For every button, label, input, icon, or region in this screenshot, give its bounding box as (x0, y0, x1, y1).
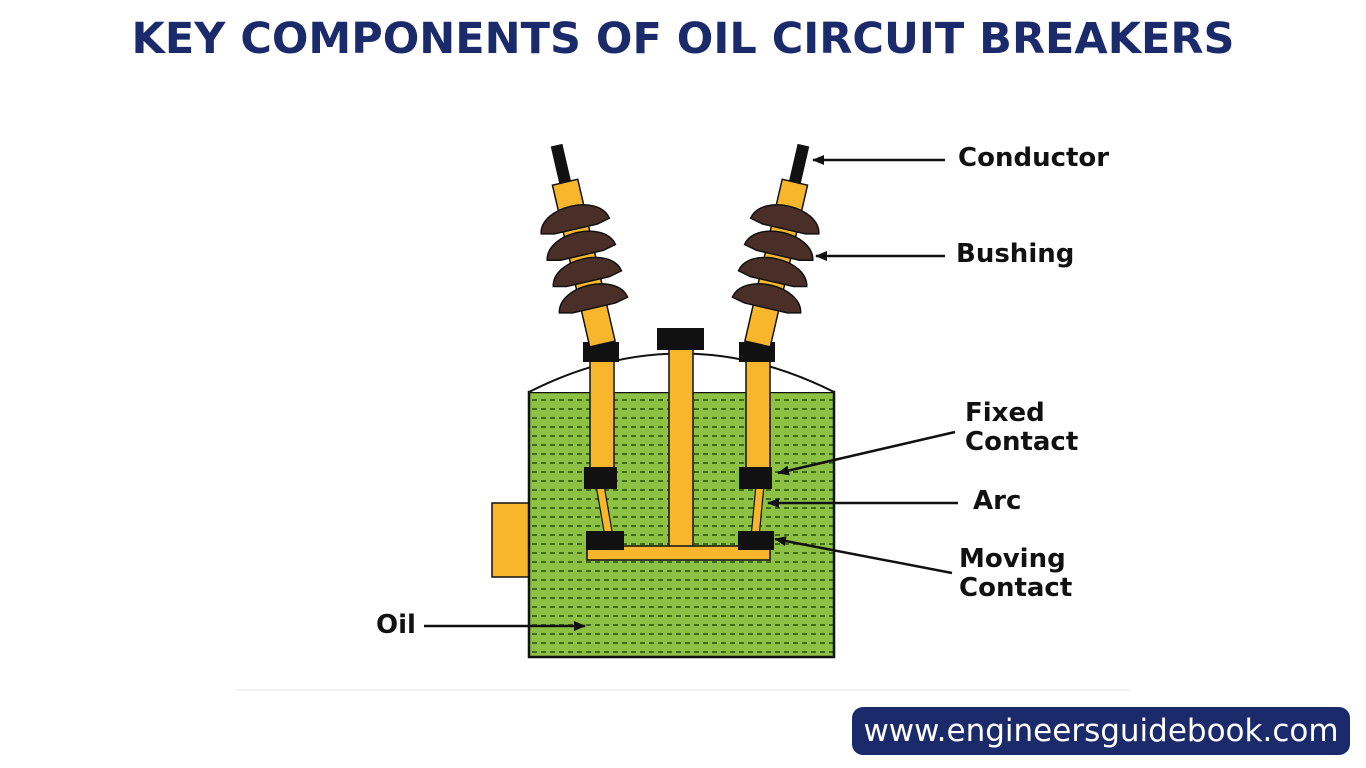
left-rod (589, 349, 615, 476)
moving-contact-arrow (774, 536, 953, 575)
fixed-contact-arrow (777, 430, 956, 476)
fixed-contact-label: Fixed Contact (965, 398, 1079, 457)
left-bushing (540, 143, 629, 348)
bushing-label: Bushing (956, 239, 1075, 269)
oil-label: Oil (376, 610, 416, 640)
right-bushing-disc (731, 283, 802, 314)
right-moving-contact (738, 531, 774, 550)
right-rod (745, 349, 771, 476)
right-bushing-disc (743, 230, 814, 261)
right-bushing-disc (749, 204, 820, 235)
moving-contact-label: Moving Contact (959, 544, 1073, 603)
operating-mechanism (491, 502, 530, 578)
left-fixed-contact (584, 467, 617, 489)
crossbar (586, 545, 771, 561)
right-bushing (731, 143, 820, 348)
center-rod (668, 344, 694, 549)
left-bushing-disc (540, 204, 611, 235)
arc-label: Arc (973, 486, 1022, 516)
page-title: KEY COMPONENTS OF OIL CIRCUIT BREAKERS (131, 14, 1235, 64)
right-seal (739, 342, 775, 362)
left-bushing-disc (552, 256, 623, 288)
left-bushing-disc (558, 283, 629, 314)
right-fixed-contact (739, 467, 772, 489)
conductor-label: Conductor (958, 143, 1110, 173)
center-cap (657, 328, 704, 350)
right-bushing-disc (737, 256, 808, 288)
website-badge[interactable]: www.engineersguidebook.com (852, 707, 1350, 755)
left-bushing-disc (546, 230, 617, 261)
left-moving-contact (586, 531, 624, 550)
